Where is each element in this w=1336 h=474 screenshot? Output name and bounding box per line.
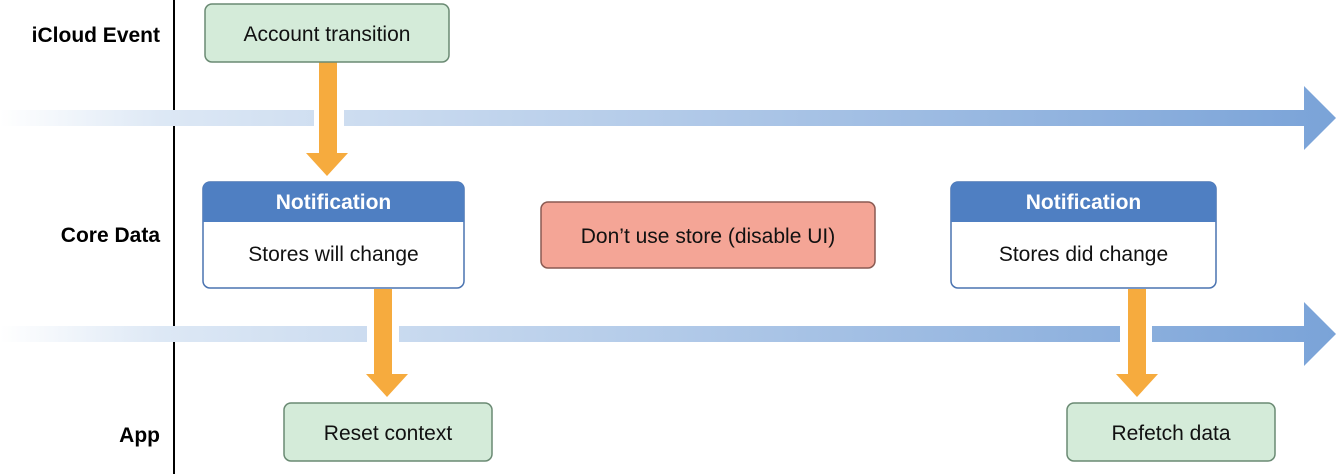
event-label-account-transition: Account transition	[244, 23, 411, 46]
event-box-dont-use-store: Don’t use store (disable UI)	[540, 201, 876, 269]
event-label-dont-use-store: Don’t use store (disable UI)	[581, 225, 835, 248]
event-label-refetch-data: Refetch data	[1111, 422, 1230, 445]
notification-box-did-change: Notification Stores did change	[950, 181, 1217, 289]
event-box-reset-context: Reset context	[283, 402, 493, 462]
notification-body-will-change: Stores will change	[248, 243, 418, 266]
notification-header-did-change: Notification	[1026, 191, 1142, 214]
timeline-arrow-lower	[0, 302, 1336, 366]
notification-body-did-change: Stores did change	[999, 243, 1168, 266]
notification-box-will-change: Notification Stores will change	[202, 181, 465, 289]
notification-header-will-change: Notification	[276, 191, 392, 214]
lane-label-icloud-event: iCloud Event	[32, 24, 160, 47]
timeline-arrow-upper	[0, 86, 1336, 150]
lane-label-core-data: Core Data	[61, 224, 161, 247]
event-label-reset-context: Reset context	[324, 422, 453, 445]
event-box-account-transition: Account transition	[204, 3, 450, 63]
flow-arrow-did-change-to-refetch	[1116, 289, 1158, 397]
event-box-refetch-data: Refetch data	[1066, 402, 1276, 462]
flow-arrow-will-change-to-reset	[366, 289, 408, 397]
flow-arrow-transition-to-will-change	[306, 62, 348, 176]
lane-label-app: App	[119, 424, 160, 447]
